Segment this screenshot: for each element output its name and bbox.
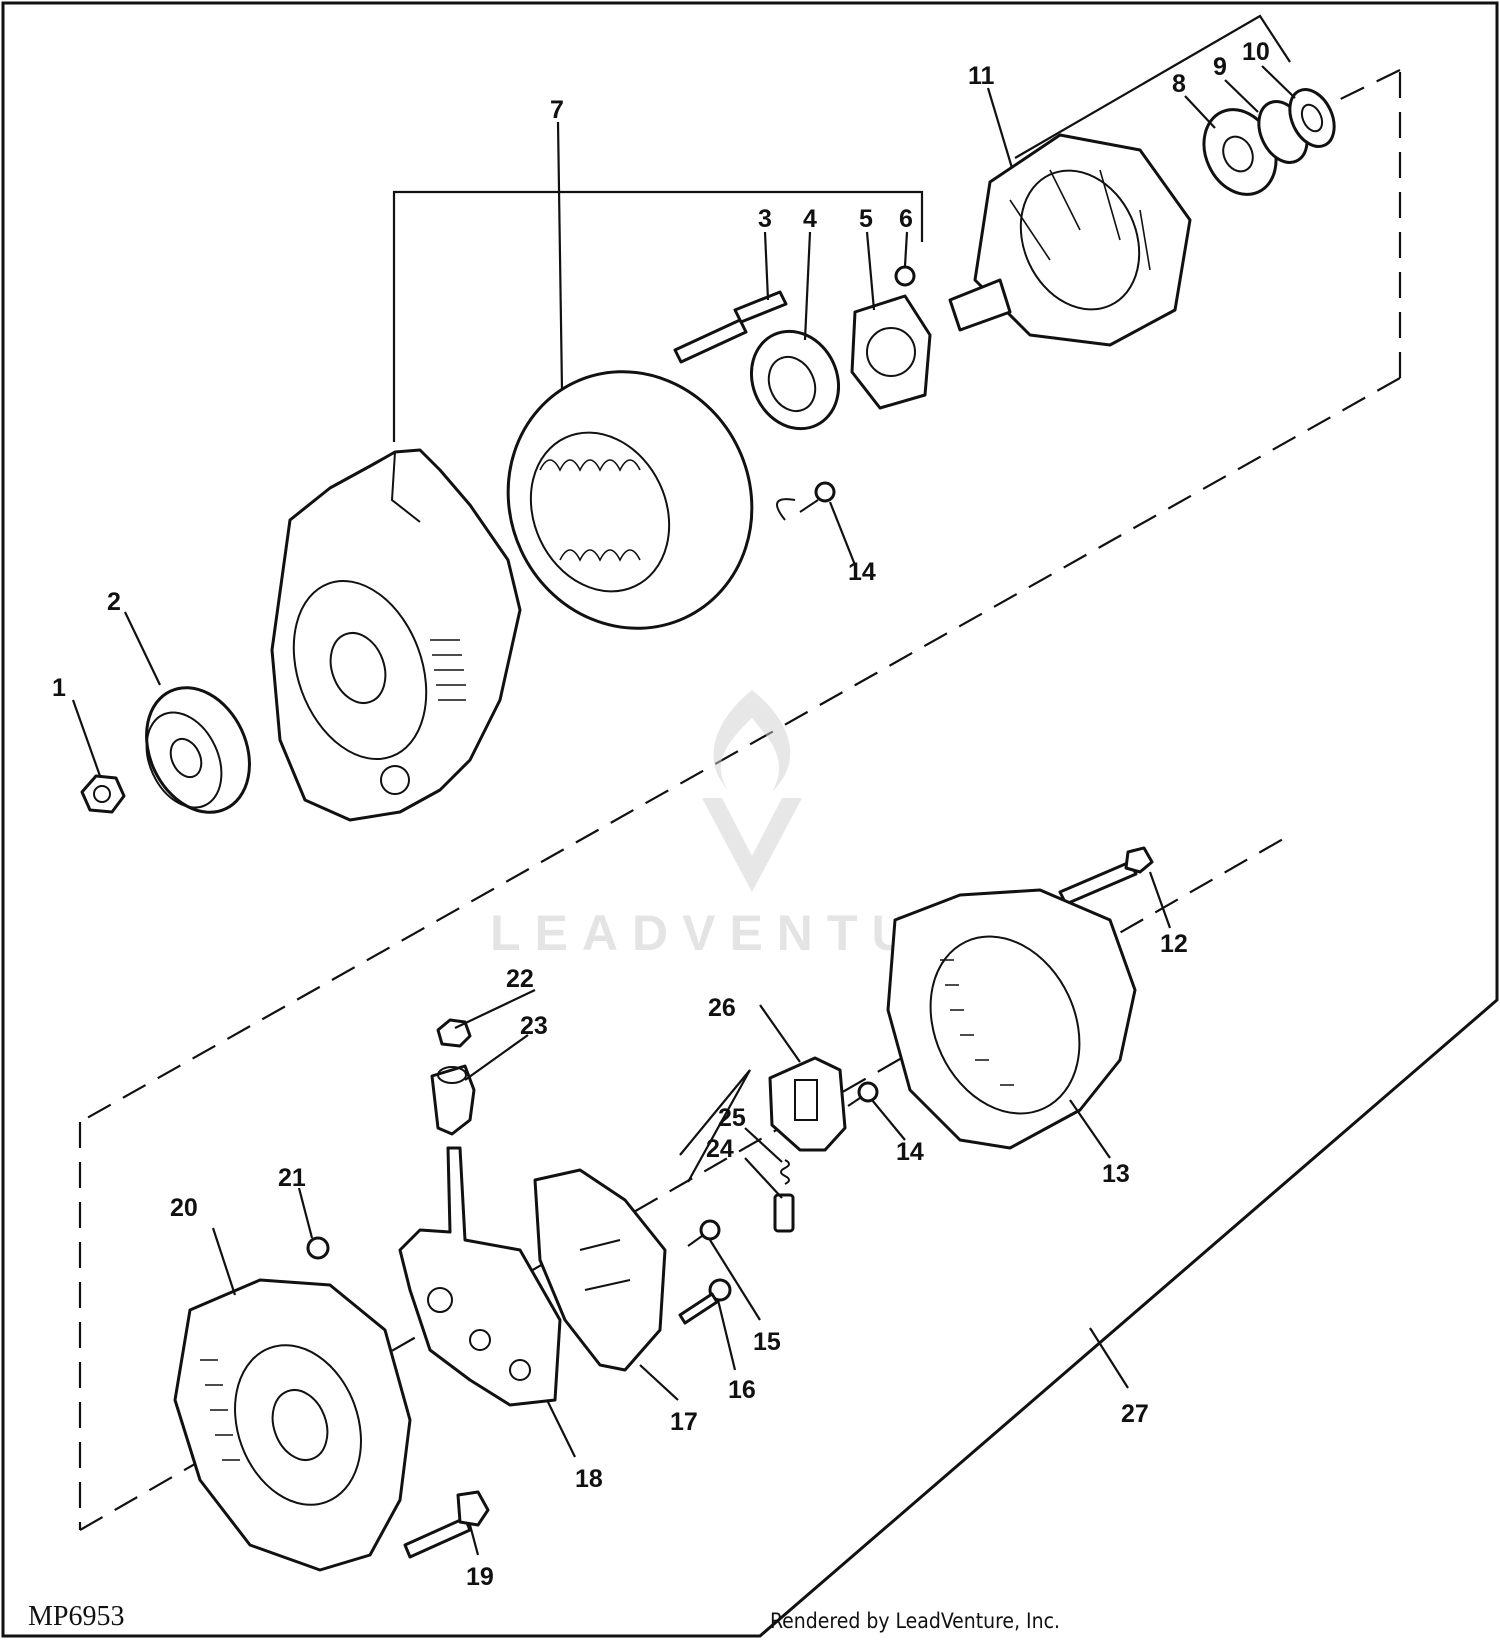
callout-18: 18 (575, 1465, 603, 1493)
part-insulator (430, 1064, 476, 1136)
part-brush (773, 1193, 795, 1233)
part-front-housing (270, 448, 522, 822)
render-credit: Rendered by LeadVenture, Inc. (770, 1609, 1060, 1633)
part-bearing (749, 329, 841, 431)
part-retainer-plate (850, 294, 932, 410)
callout-27: 27 (1121, 1400, 1149, 1428)
part-brush-holder (768, 1056, 847, 1152)
part-rectifier (398, 1146, 562, 1407)
callout-13: 13 (1102, 1160, 1130, 1188)
part-spring (780, 1159, 790, 1185)
callout-10: 10 (1242, 38, 1270, 66)
callout-24: 24 (706, 1135, 734, 1163)
bracket-lines (392, 14, 1291, 1183)
callout-16: 16 (728, 1376, 756, 1404)
part-end-frame (173, 1278, 412, 1572)
callout-17: 17 (670, 1408, 698, 1436)
callout-23: 23 (520, 1012, 548, 1040)
part-collar (1288, 88, 1336, 148)
part-regulator-screw (687, 1219, 721, 1247)
part-screw-small (894, 265, 916, 287)
part-screw-upper (776, 481, 836, 521)
callout-20: 20 (170, 1194, 198, 1222)
part-nut (80, 774, 126, 814)
callout-19: 19 (466, 1563, 494, 1591)
callout-3: 3 (758, 205, 772, 233)
callout-21: 21 (278, 1164, 306, 1192)
callout-14-upper: 14 (848, 558, 876, 586)
part-long-screw (678, 1278, 732, 1325)
part-through-bolt (1058, 846, 1154, 906)
figure-code: MP6953 (28, 1601, 124, 1632)
callout-25: 25 (718, 1104, 746, 1132)
part-terminal-nut (436, 1018, 472, 1048)
part-end-frame-nut (306, 1236, 330, 1260)
callout-15: 15 (753, 1328, 781, 1356)
part-rear-housing (886, 888, 1137, 1150)
part-pulley (145, 686, 251, 814)
callout-5: 5 (859, 205, 873, 233)
part-stator (506, 370, 754, 630)
callout-22: 22 (506, 965, 534, 993)
leader-lines (71, 65, 1296, 1556)
part-screw-lower (847, 1081, 879, 1107)
part-regulator (533, 1168, 667, 1372)
callout-4: 4 (803, 205, 817, 233)
callout-8: 8 (1172, 70, 1186, 98)
callout-6: 6 (899, 205, 913, 233)
callout-11: 11 (968, 62, 995, 90)
callout-14-lower: 14 (896, 1138, 924, 1166)
callout-26: 26 (708, 994, 736, 1022)
part-rotor (948, 133, 1192, 347)
callout-7: 7 (550, 96, 564, 124)
callout-1: 1 (52, 674, 66, 702)
part-through-stud (673, 290, 788, 364)
callout-2: 2 (107, 588, 121, 616)
callout-12: 12 (1160, 930, 1188, 958)
part-end-frame-bolt (403, 1490, 490, 1559)
callout-labels: 1 2 3 4 5 6 7 8 9 10 11 12 13 14 14 15 1… (52, 38, 1270, 1591)
callout-9: 9 (1213, 53, 1227, 81)
